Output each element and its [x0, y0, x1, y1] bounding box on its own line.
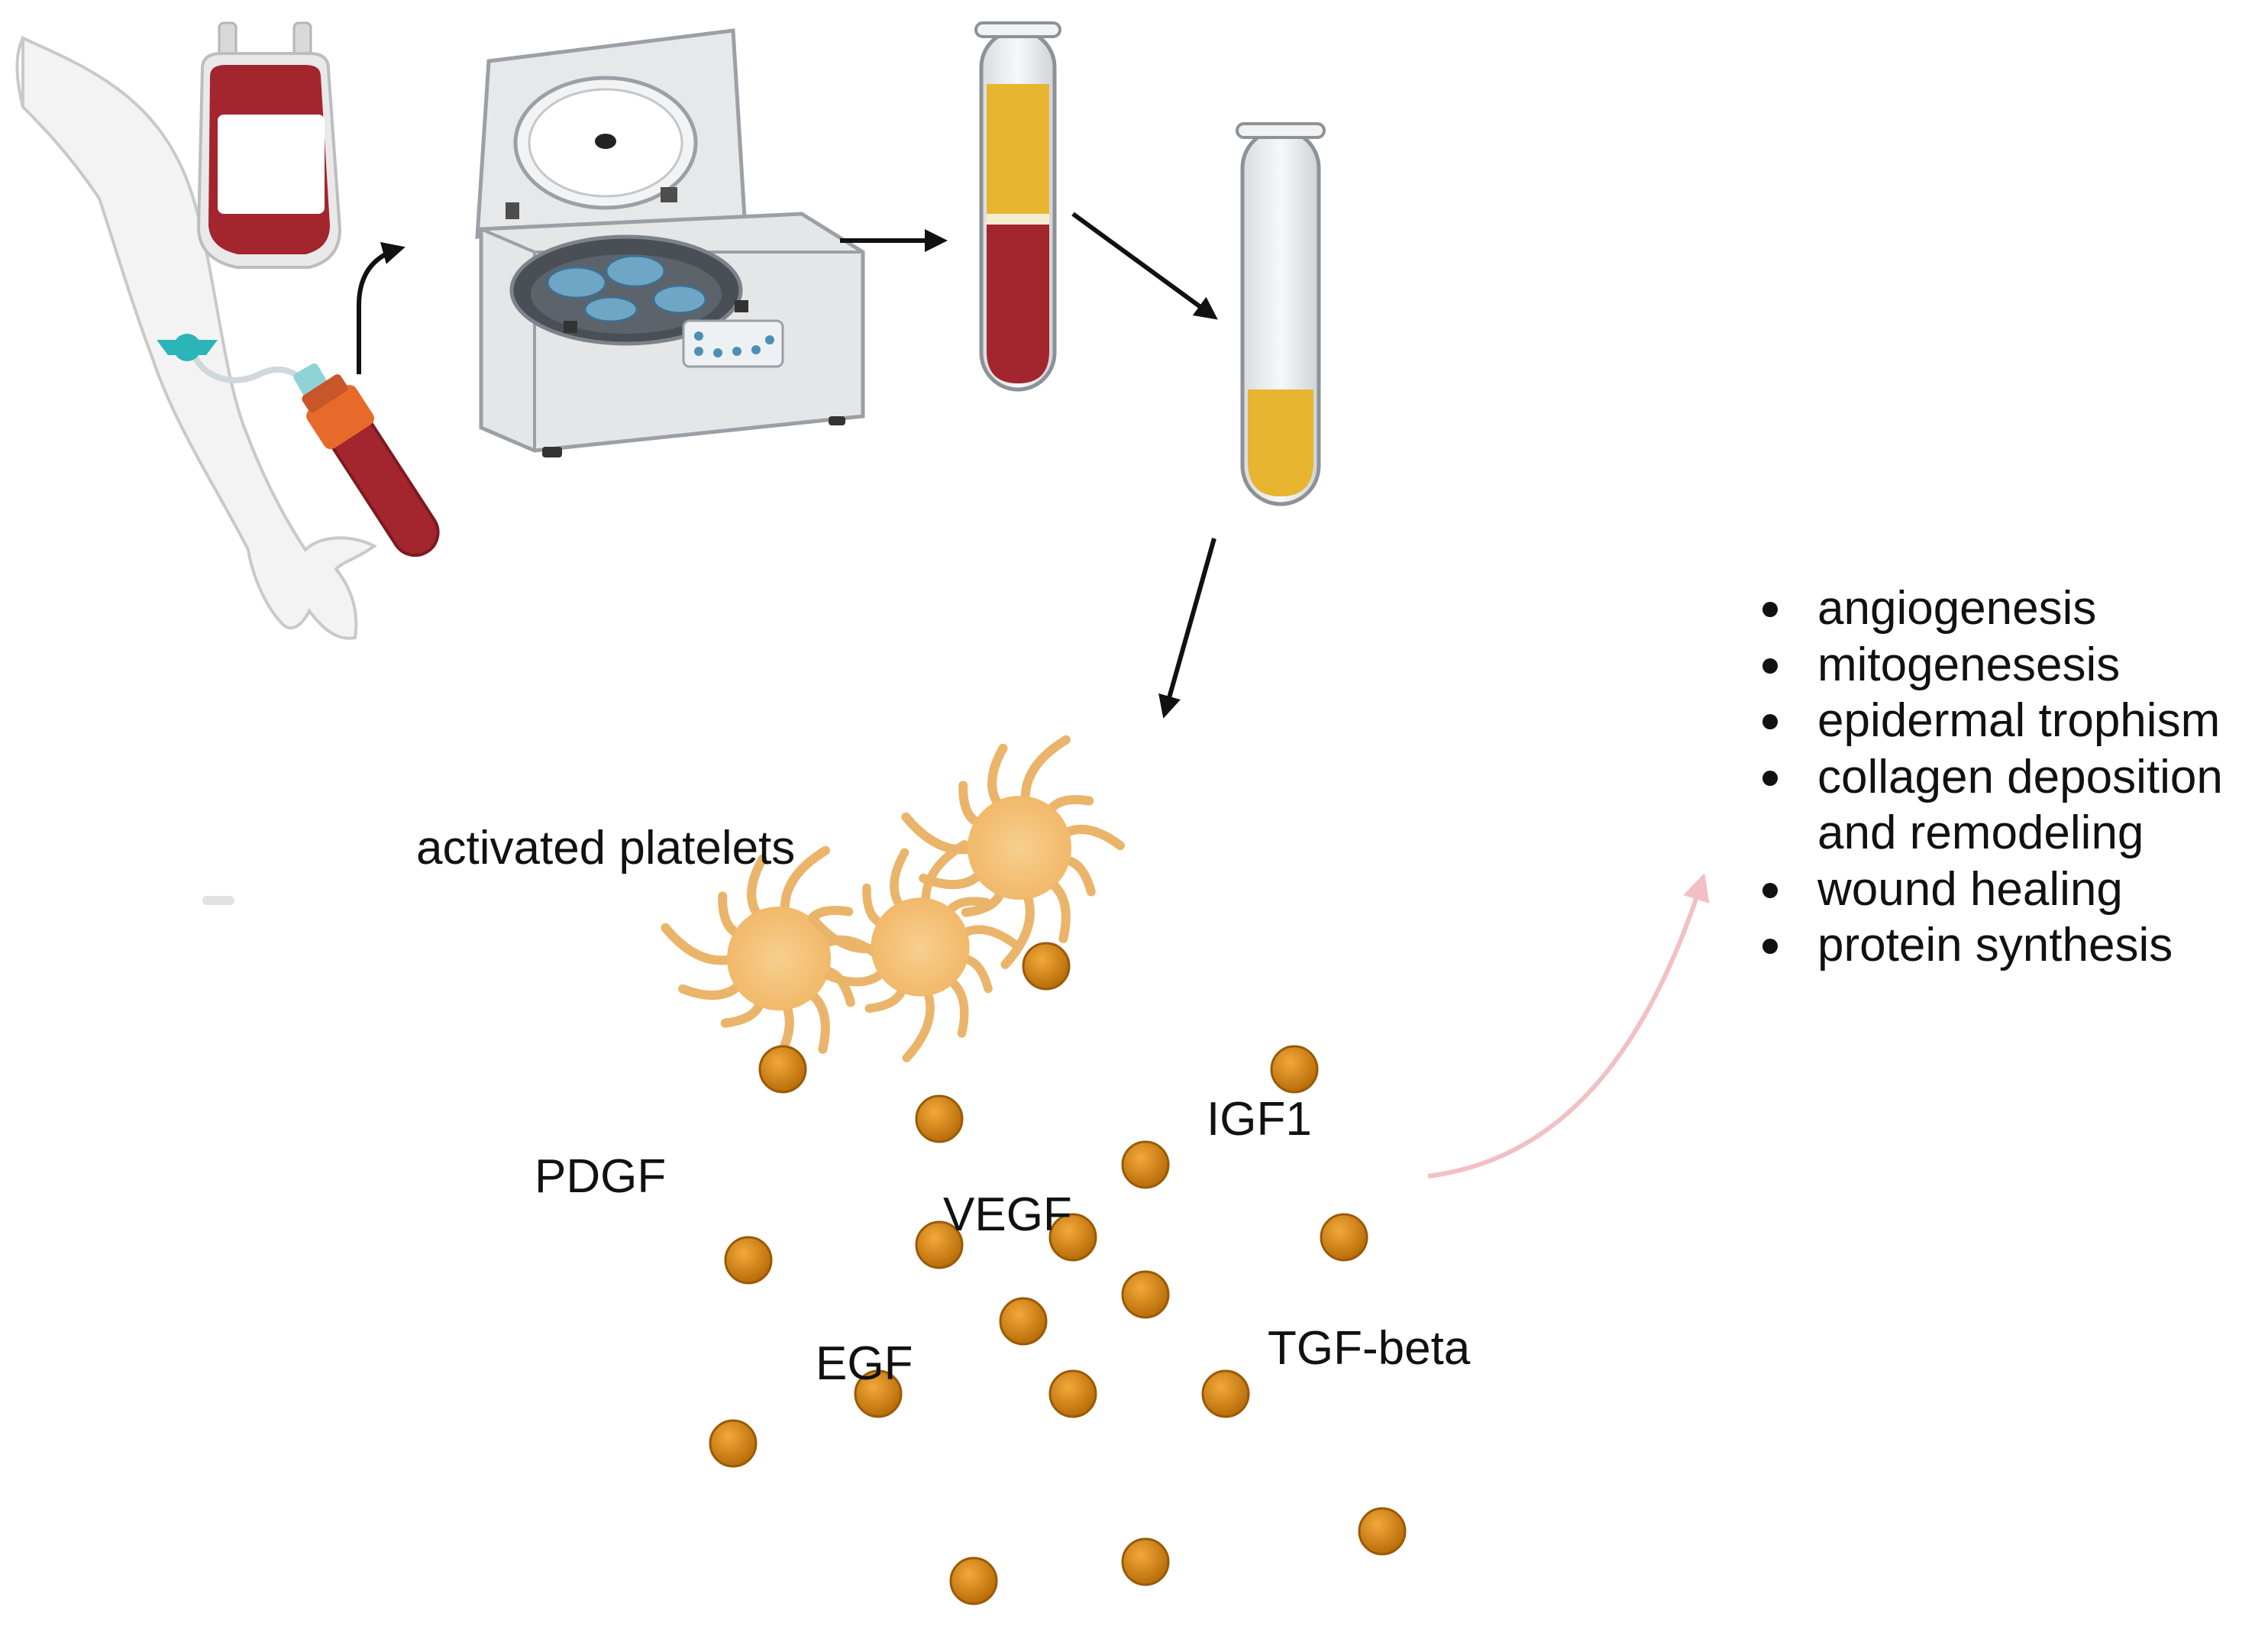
platelet-icon [808, 839, 1021, 1062]
label-igf1: IGF1 [1207, 1093, 1312, 1146]
growth-factor-icon [1121, 1270, 1170, 1319]
blood-bag-icon [196, 21, 342, 269]
growth-factor-icon [1358, 1507, 1407, 1556]
benefit-item: collagen deposition and remodeling [1749, 749, 2268, 861]
benefit-item: epidermal trophism [1749, 693, 2245, 749]
growth-factor-icon [999, 1297, 1048, 1346]
growth-factor-icon [1201, 1369, 1250, 1418]
label-tgf-beta: TGF-beta [1268, 1322, 1471, 1375]
collection-tube-icon [302, 374, 440, 558]
growth-factor-icon [709, 1419, 758, 1468]
decorative-dash [202, 896, 234, 905]
platelet-icon [661, 845, 884, 1080]
growth-factor-icon [1048, 1213, 1097, 1262]
growth-factor-icon [949, 1556, 998, 1605]
activated-platelets-group [661, 735, 1125, 1080]
arm-icon [15, 35, 377, 640]
benefit-item: angiogenesis [1749, 580, 2268, 637]
benefit-item: protein synthesis [1749, 917, 2268, 974]
separated-tube-icon [974, 21, 1061, 392]
centrifuge-icon [475, 28, 865, 457]
arrow-bag-to-centrifuge [357, 241, 405, 374]
growth-factor-icon [915, 1094, 964, 1143]
growth-factor-icon [1121, 1537, 1170, 1586]
growth-factor-icon [915, 1220, 964, 1269]
arrow-plasma-to-platelets [1158, 538, 1216, 719]
growth-factor-icon [1320, 1213, 1368, 1262]
growth-factors-group [709, 942, 1407, 1605]
benefit-item: wound healing [1749, 861, 2268, 918]
label-pdgf: PDGF [535, 1150, 667, 1203]
growth-factor-icon [854, 1369, 903, 1418]
label-vegf: VEGF [943, 1188, 1072, 1241]
label-activated-platelets: activated platelets [416, 822, 796, 874]
growth-factor-icon [724, 1236, 773, 1285]
growth-factor-icon [1270, 1045, 1319, 1094]
growth-factor-icon [1048, 1369, 1097, 1418]
prp-tube-icon [1236, 122, 1326, 506]
growth-factor-icon [1121, 1140, 1170, 1189]
platelet-icon [901, 735, 1125, 969]
benefits-list: angiogenesis mitogenesesis epidermal tro… [1749, 580, 2268, 974]
arrow-tube-to-plasma [1071, 212, 1218, 320]
arrow-effects [1427, 873, 1710, 1178]
growth-factor-icon [1022, 942, 1071, 991]
label-egf: EGF [816, 1337, 913, 1390]
benefit-item: mitogenesesis [1749, 637, 2268, 693]
growth-factor-icon [758, 1045, 807, 1094]
